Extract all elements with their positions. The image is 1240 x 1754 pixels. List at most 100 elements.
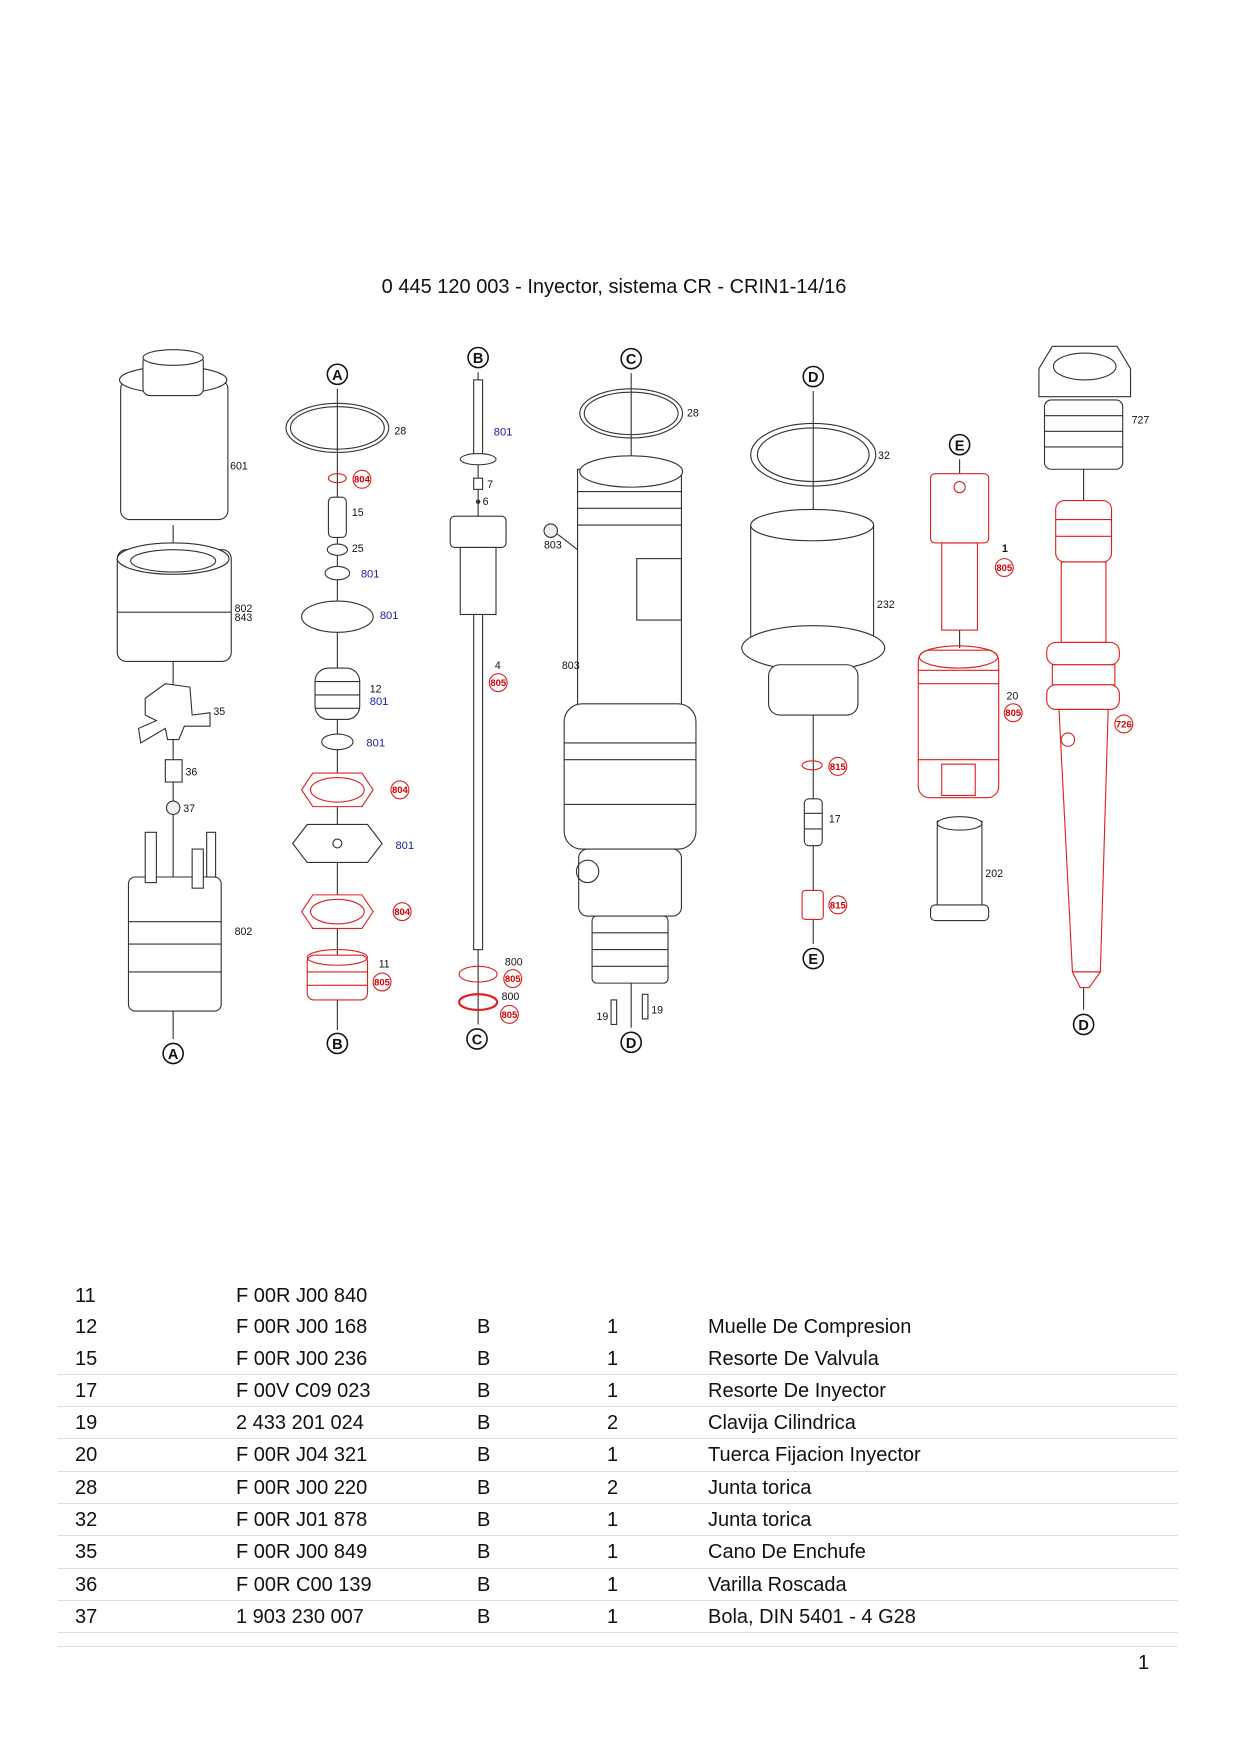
red-callout: 815 [830,762,847,773]
part-label: 17 [829,813,841,825]
part-label-blue: 801 [366,737,385,749]
position-cell: 15 [75,1347,98,1370]
seal-ring-lower [458,993,499,1012]
solenoid-body [127,831,222,1012]
table-row: 11 F 00R J00 840 [58,1280,1178,1311]
callout-letter: D [808,370,818,386]
callout-letter: B [473,351,483,367]
part-label: 32 [878,450,890,462]
o-ring-32 [750,422,877,487]
code-cell: B [477,1541,491,1564]
blue-part-labels: 801 801 801 801 801 801 [361,427,513,852]
part-label: 803 [544,540,562,552]
part-number-cell: F 00R C00 139 [236,1573,372,1596]
part-label: 37 [183,803,195,815]
position-cell: 11 [75,1285,96,1307]
quantity-cell: 1 [607,1347,619,1370]
code-cell: B [477,1379,491,1402]
part-label: 802 [235,926,253,938]
cylinder-pin [610,999,618,1026]
quantity-cell: 2 [607,1476,619,1499]
table-row: 20 F 00R J04 321 B 1 Tuerca Fijacion Inyecto… [58,1439,1178,1472]
part-label-blue: 801 [395,840,414,852]
description-cell: Tuerca Fijacion Inyector [708,1444,921,1467]
red-callout: 815 [830,900,847,911]
description-cell: Junta torica [708,1476,812,1499]
part-label: 20 [1007,690,1019,702]
cylinder-pin [641,993,649,1020]
red-callout: 805 [1005,708,1022,719]
quantity-cell: 1 [607,1444,619,1467]
valve-spring [327,496,347,538]
part-number-cell: 2 433 201 024 [236,1412,364,1435]
position-cell: 17 [75,1379,98,1402]
callout-letter: C [626,352,637,368]
shim-815 [801,760,823,771]
valve-nut [306,949,369,1001]
quantity-cell: 1 [607,1509,619,1532]
nozzle-spring [803,798,823,847]
code-cell: B [477,1573,491,1596]
injector-body [563,455,697,984]
callout-letter: D [626,1036,636,1052]
circlip-lower [321,733,354,751]
part-label-blue: 801 [370,696,389,708]
part-label: 727 [1132,414,1150,426]
part-number-cell: F 00R J00 840 [236,1285,368,1307]
part-label: 800 [502,991,520,1003]
code-cell: B [477,1476,491,1499]
sleeve-232 [741,508,886,716]
description-cell: Resorte De Valvula [708,1347,879,1370]
part-label-blue: 801 [494,427,513,439]
callout-letter: C [472,1033,483,1049]
callout-letter: E [955,438,965,454]
callout-letter: A [168,1047,179,1063]
quantity-cell: 2 [607,1412,619,1435]
solenoid-cap [118,349,229,521]
part-number-cell: F 00R J04 321 [236,1444,368,1467]
part-label: 1 [1002,543,1008,555]
seal-ring [458,965,498,983]
armature-disk [301,600,374,633]
red-callout: 726 [1116,719,1132,730]
description-cell: Clavija Cilindrica [708,1412,856,1435]
part-label: 802 [235,603,253,615]
part-label: 28 [394,426,406,438]
part-number-cell: 1 903 230 007 [236,1605,364,1628]
code-cell: B [477,1316,491,1339]
part-label: 15 [352,507,364,519]
solenoid-nut [116,542,232,662]
part-label: 35 [213,706,225,718]
part-number-cell: F 00V C09 023 [236,1379,371,1402]
valve-plate [291,823,383,864]
part-label: 36 [185,766,197,778]
valve-pin [459,379,497,466]
nozzle-nut [917,645,1000,799]
part-number-cell: F 00R J00 849 [236,1541,368,1564]
position-cell: 35 [75,1541,98,1564]
shim-hex-lower [300,894,374,929]
quantity-cell: 1 [607,1573,619,1596]
code-cell: B [477,1444,491,1467]
description-cell: Bola, DIN 5401 - 4 G28 [708,1605,916,1628]
position-cell: 28 [75,1476,98,1499]
part-label: 202 [985,868,1003,880]
quantity-cell: 1 [607,1379,619,1402]
pipe-nut [1038,345,1132,470]
circlip [324,565,351,581]
code-cell: B [477,1605,491,1628]
pressure-pipe [1046,499,1120,989]
red-callout: 805 [996,563,1013,574]
part-labels: 601 802 843 35 36 37 802 28 15 25 12 11 … [183,408,1149,1023]
spacer-815 [801,889,824,921]
position-cell: 20 [75,1444,98,1467]
position-cell: 36 [75,1573,98,1596]
